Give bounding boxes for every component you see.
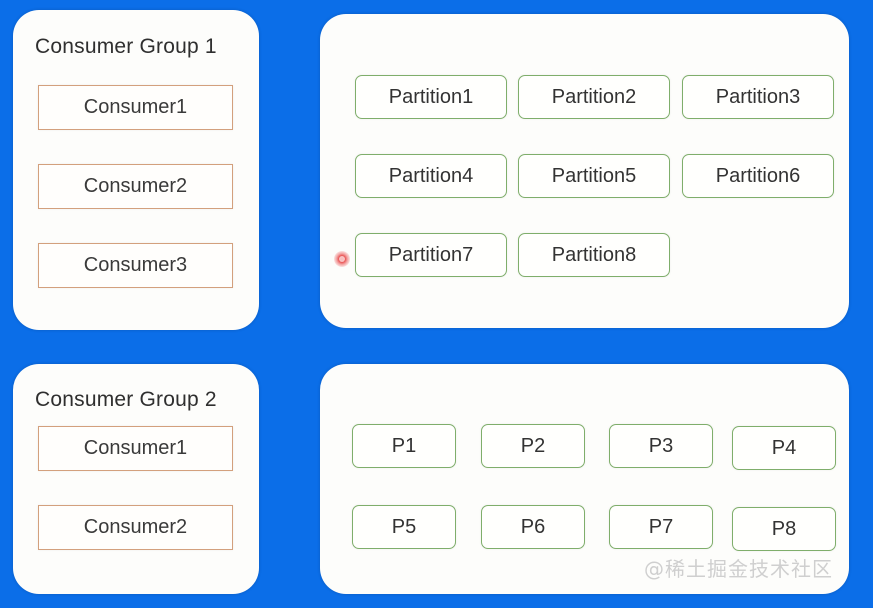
- consumer-label: Consumer2: [83, 516, 188, 538]
- partition-box-3[interactable]: Partition3: [682, 75, 834, 119]
- short-partition-box-3[interactable]: P3: [609, 424, 713, 468]
- short-partition-box-5[interactable]: P5: [352, 505, 456, 549]
- partition-box-5[interactable]: Partition5: [518, 154, 670, 198]
- partition-label: P6: [520, 515, 546, 538]
- consumer-group-2-title: Consumer Group 2: [35, 388, 217, 411]
- consumer-label: Consumer2: [83, 175, 188, 197]
- consumer-label: Consumer3: [83, 254, 188, 276]
- partition-label: Partition3: [715, 85, 801, 108]
- red-dot-cursor-icon: [334, 251, 350, 267]
- partition-label: Partition6: [715, 164, 801, 187]
- partition-label: Partition4: [388, 164, 474, 187]
- short-partition-panel: P1 P2 P3 P4 P5 P6 P7 P8 @稀土掘金技术社区: [320, 364, 849, 594]
- consumer-group-1-consumer-1[interactable]: Consumer1: [38, 85, 233, 130]
- short-partition-box-2[interactable]: P2: [481, 424, 585, 468]
- partition-label: Partition7: [388, 243, 474, 266]
- short-partition-box-6[interactable]: P6: [481, 505, 585, 549]
- partition-box-6[interactable]: Partition6: [682, 154, 834, 198]
- partition-panel: Partition1 Partition2 Partition3 Partiti…: [320, 14, 849, 328]
- consumer-group-2-consumer-2[interactable]: Consumer2: [38, 505, 233, 550]
- partition-label: Partition5: [551, 164, 637, 187]
- partition-label: P5: [391, 515, 417, 538]
- partition-box-4[interactable]: Partition4: [355, 154, 507, 198]
- short-partition-box-1[interactable]: P1: [352, 424, 456, 468]
- consumer-group-2-consumer-1[interactable]: Consumer1: [38, 426, 233, 471]
- partition-label: Partition8: [551, 243, 637, 266]
- consumer-group-1-panel: Consumer Group 1 Consumer1 Consumer2 Con…: [13, 10, 259, 330]
- partition-box-7[interactable]: Partition7: [355, 233, 507, 277]
- watermark-text: @稀土掘金技术社区: [644, 557, 833, 581]
- consumer-label: Consumer1: [83, 96, 188, 118]
- consumer-group-1-consumer-2[interactable]: Consumer2: [38, 164, 233, 209]
- partition-box-1[interactable]: Partition1: [355, 75, 507, 119]
- partition-label: Partition1: [388, 85, 474, 108]
- short-partition-box-4[interactable]: P4: [732, 426, 836, 470]
- partition-label: P7: [648, 515, 674, 538]
- short-partition-box-8[interactable]: P8: [732, 507, 836, 551]
- consumer-group-2-panel: Consumer Group 2 Consumer1 Consumer2: [13, 364, 259, 594]
- partition-label: Partition2: [551, 85, 637, 108]
- short-partition-box-7[interactable]: P7: [609, 505, 713, 549]
- partition-label: P2: [520, 434, 546, 457]
- consumer-label: Consumer1: [83, 437, 188, 459]
- partition-label: P1: [391, 434, 417, 457]
- partition-box-2[interactable]: Partition2: [518, 75, 670, 119]
- partition-label: P4: [771, 436, 797, 459]
- partition-label: P3: [648, 434, 674, 457]
- partition-box-8[interactable]: Partition8: [518, 233, 670, 277]
- consumer-group-1-title: Consumer Group 1: [35, 35, 217, 58]
- consumer-group-1-consumer-3[interactable]: Consumer3: [38, 243, 233, 288]
- partition-label: P8: [771, 517, 797, 540]
